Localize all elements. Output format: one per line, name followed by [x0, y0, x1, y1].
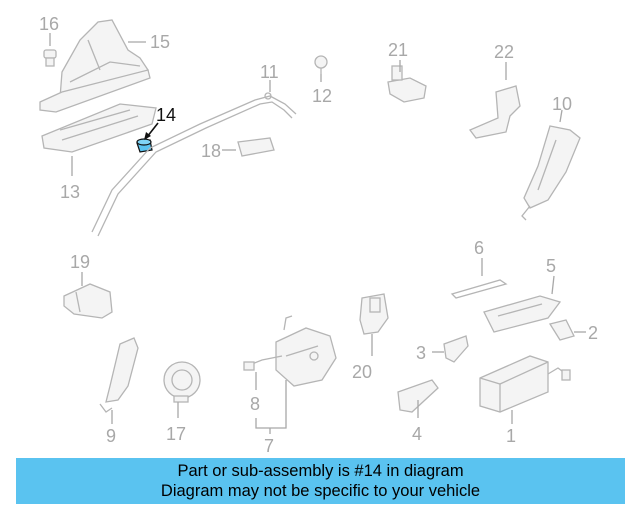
- part-1-passenger-airbag[interactable]: [479, 355, 571, 413]
- callout-22: 22: [494, 42, 514, 62]
- part-19-retractor[interactable]: [63, 283, 113, 319]
- callout-11: 11: [260, 62, 279, 82]
- caption-banner: Part or sub-assembly is #14 in diagram D…: [16, 458, 625, 504]
- callout-5: 5: [546, 256, 556, 276]
- part-10-knee-airbag[interactable]: [521, 125, 581, 221]
- callout-4: 4: [412, 424, 422, 444]
- part-13-seat-module[interactable]: [41, 103, 157, 153]
- part-5-bracket[interactable]: [483, 295, 562, 333]
- part-11-curtain-airbag[interactable]: [91, 92, 297, 237]
- callout-3: 3: [416, 343, 426, 363]
- callout-16: 16: [39, 14, 59, 34]
- part-8-wire-harness[interactable]: [243, 355, 283, 371]
- callout-21: 21: [388, 40, 408, 60]
- callout-12: 12: [312, 86, 332, 106]
- part-7-driver-airbag[interactable]: [275, 315, 337, 387]
- callout-14: 14: [156, 105, 176, 125]
- callout-6: 6: [474, 238, 484, 258]
- callout-18: 18: [201, 141, 221, 161]
- part-15-seat-bracket[interactable]: [39, 19, 151, 113]
- caption-line-1: Part or sub-assembly is #14 in diagram: [177, 462, 464, 480]
- callout-15: 15: [150, 32, 170, 52]
- callout-10: 10: [552, 94, 572, 114]
- callout-19: 19: [70, 252, 90, 272]
- part-12-nut[interactable]: [314, 55, 328, 74]
- callout-8: 8: [250, 394, 260, 414]
- part-3-bracket[interactable]: [443, 335, 469, 363]
- callout-9: 9: [106, 426, 116, 446]
- callout-7: 7: [264, 436, 274, 456]
- callout-13: 13: [60, 182, 80, 202]
- part-9-buckle[interactable]: [99, 337, 139, 413]
- callout-20: 20: [352, 362, 372, 382]
- callout-17: 17: [166, 424, 186, 444]
- part-17-clock-spring[interactable]: [163, 361, 201, 403]
- part-22-bracket[interactable]: [468, 85, 521, 139]
- part-20-sensor[interactable]: [359, 293, 389, 335]
- caption-line-2: Diagram may not be specific to your vehi…: [160, 482, 481, 500]
- part-6-wiring-strip[interactable]: [450, 279, 508, 299]
- part-21-sensor[interactable]: [387, 65, 427, 103]
- callout-2: 2: [588, 323, 598, 343]
- part-18-sensor[interactable]: [237, 137, 275, 157]
- part-14-clip[interactable]: [136, 138, 153, 153]
- part-4-bracket[interactable]: [397, 379, 439, 413]
- part-2-clip[interactable]: [548, 319, 575, 341]
- part-16-bolt[interactable]: [43, 49, 57, 67]
- callout-1: 1: [506, 426, 516, 446]
